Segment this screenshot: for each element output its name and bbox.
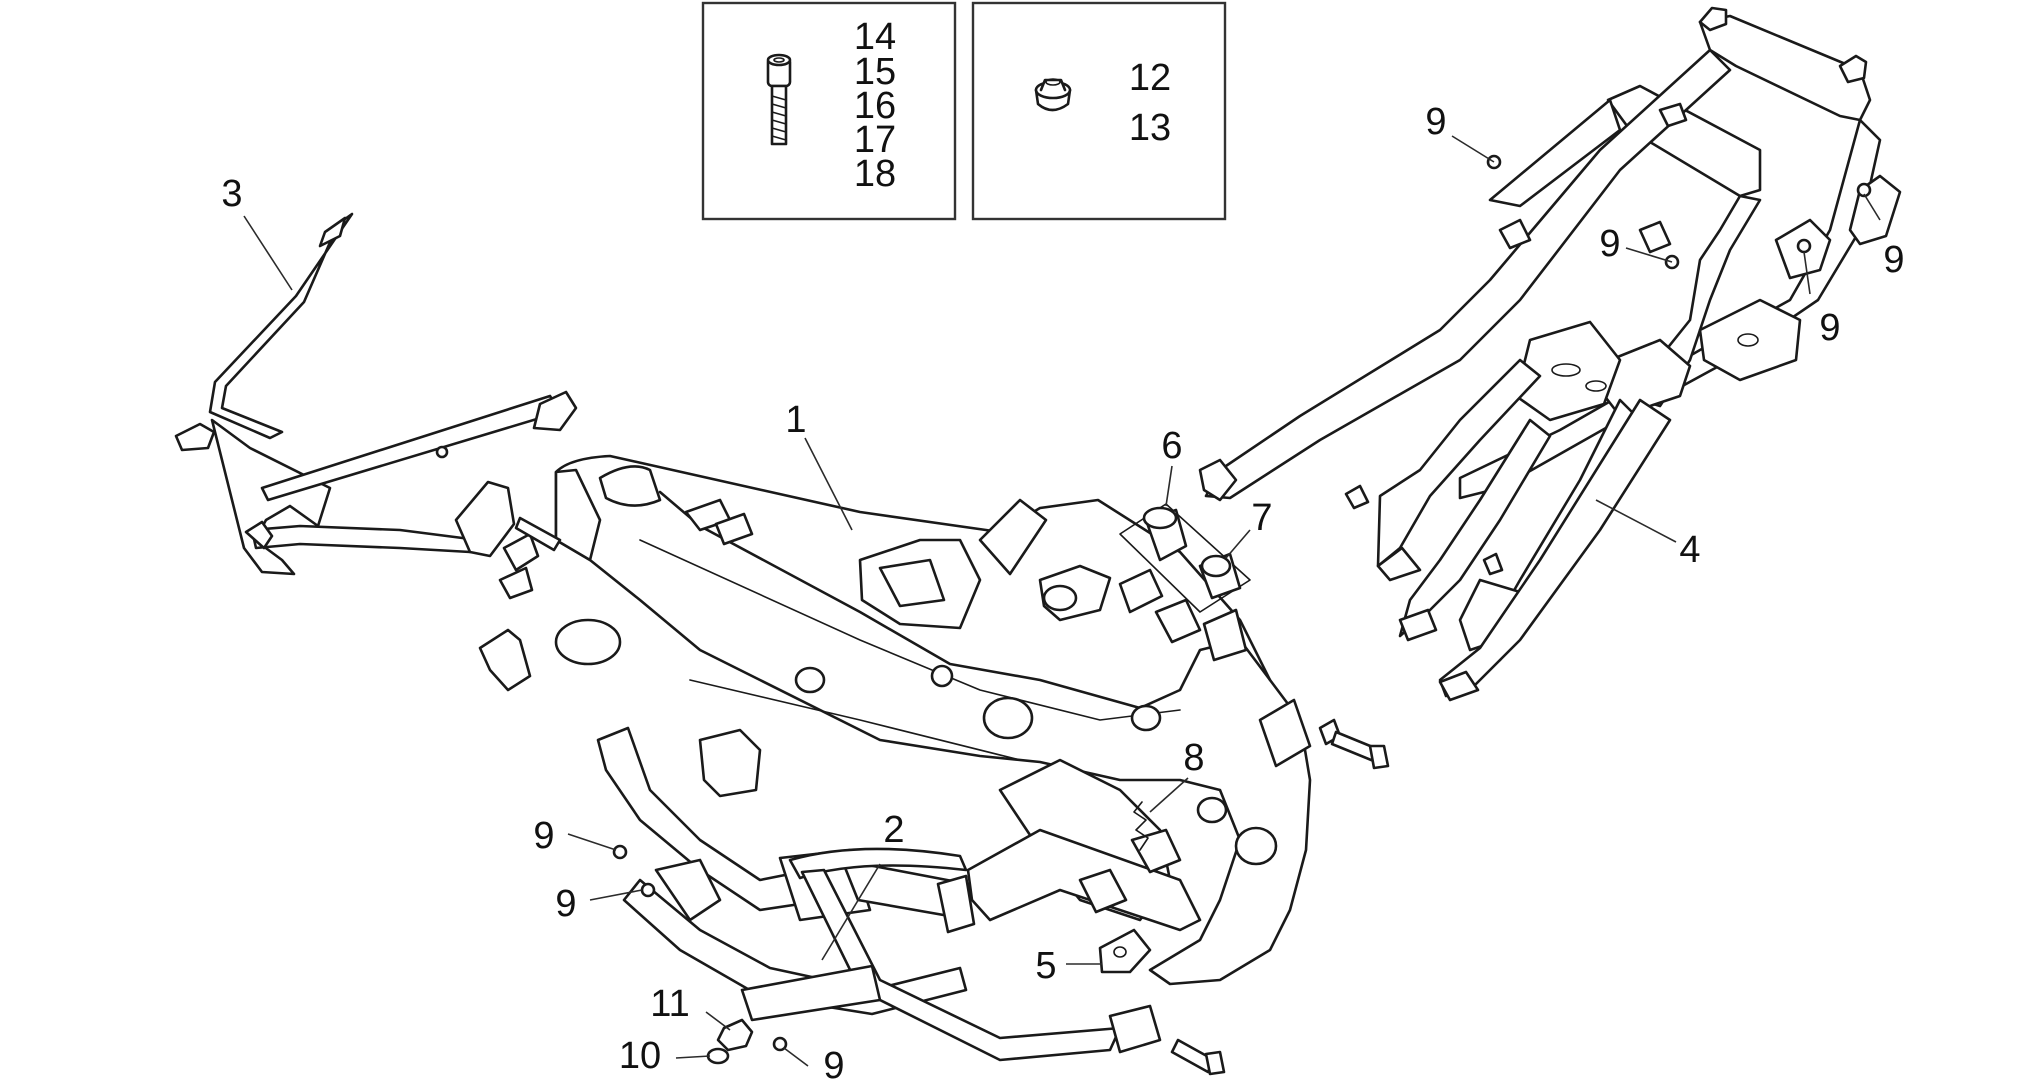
main-frame [478,454,1312,986]
bushing [1119,503,1251,613]
callout-screw-rear-mid: 9 [1599,223,1620,265]
washer-part [706,1047,730,1065]
callout-screw-rear-right-b: 9 [1819,307,1840,349]
callout-spring-clip: 8 [1183,737,1204,779]
rear-subframe [1198,6,1902,702]
leader-lines [243,135,1881,1067]
callout-bracket-plate: 5 [1035,945,1056,987]
inset-nuts-box [971,1,1227,221]
inset-nuts-label-2: 13 [1129,107,1171,149]
bolt-icon [766,53,792,146]
callout-rear-subframe: 4 [1679,529,1700,571]
callout-front-subframe: 3 [221,173,242,215]
inset-bolts-label-3: 16 [854,85,896,127]
callout-screw-cradle-bottom: 9 [823,1045,844,1082]
callout-labels: 1 2 3 4 5 6 7 8 9 9 9 9 9 9 9 10 11 [221,101,1904,1082]
fasteners [435,154,1872,1076]
callout-main-frame: 1 [785,399,806,441]
callout-bushing: 6 [1161,425,1182,467]
inset-bolts-label-4: 17 [854,119,896,161]
callout-lower-cradle: 2 [883,809,904,851]
nut-icon [1034,78,1072,112]
spacer [1198,552,1242,600]
callout-spacer: 7 [1251,497,1272,539]
callout-screw-cradle-upper: 9 [533,815,554,857]
inset-bolts-label-1: 14 [854,16,896,58]
callout-screw-rear-right-a: 9 [1883,239,1904,281]
inset-bolts: 14 15 16 17 18 [701,1,957,221]
inset-nuts-label-1: 12 [1129,57,1171,99]
inset-nuts: 12 13 [971,1,1227,221]
front-subframe [174,212,578,576]
callout-nut: 11 [650,983,689,1025]
lower-cradle [596,726,1162,1062]
callout-screw-cradle-lower: 9 [555,883,576,925]
inset-bolts-label-2: 15 [854,51,896,93]
inset-bolts-label-5: 18 [854,153,896,195]
inset-bolts-box [701,1,957,221]
callout-washer: 10 [619,1035,661,1077]
bracket-plate [1098,928,1152,974]
spring-clip [1133,801,1149,851]
callout-screw-rear-top: 9 [1425,101,1446,143]
